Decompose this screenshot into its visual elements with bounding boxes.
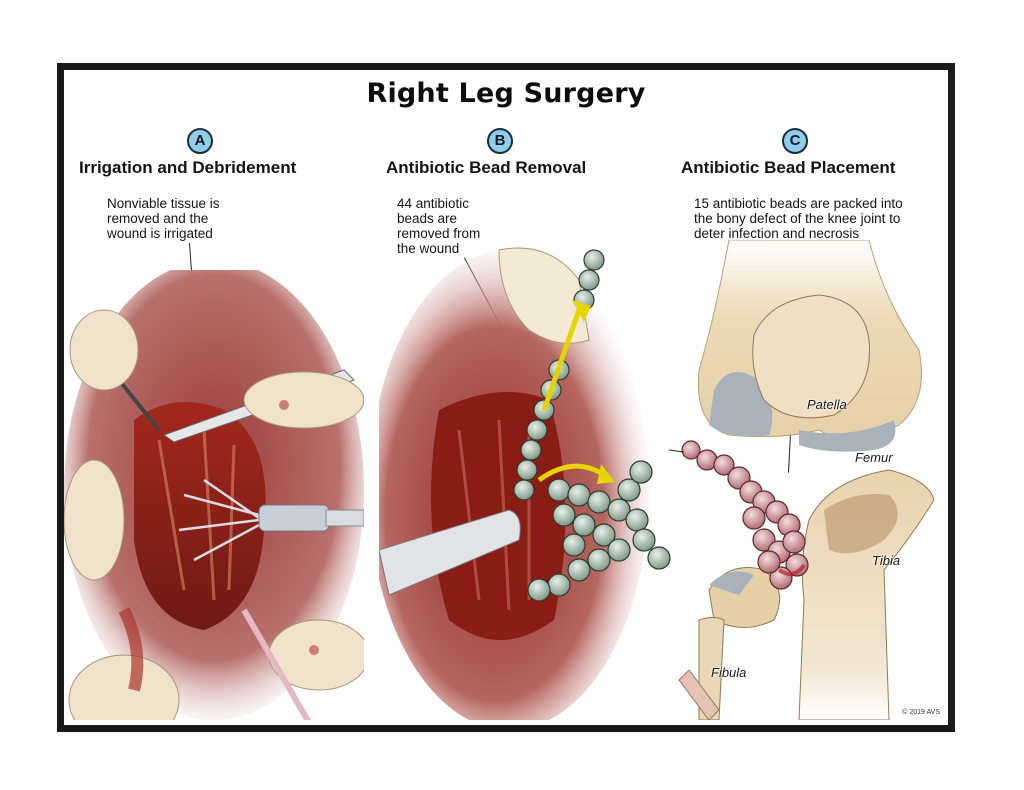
label-femur: Femur — [855, 450, 893, 465]
panel-heading: Irrigation and Debridement — [79, 158, 297, 177]
panel-caption: 15 antibiotic beads are packed into the … — [694, 196, 903, 241]
label-tibia: Tibia — [872, 553, 901, 568]
panel-bead-removal: B Antibiotic Bead Removal 44 antibiotic … — [369, 120, 671, 720]
panel-bead-placement: C Antibiotic Bead Placement 15 antibioti… — [669, 120, 948, 720]
panel-badge-c: C — [782, 128, 808, 154]
label-fibula: Fibula — [711, 665, 747, 680]
panel-heading: Antibiotic Bead Removal — [386, 158, 587, 177]
panel-caption: 44 antibiotic beads are removed from the… — [397, 196, 481, 256]
page-title: Right Leg Surgery — [366, 78, 646, 109]
panel-heading: Antibiotic Bead Placement — [681, 158, 896, 177]
copyright-notice: © 2019 AVS — [902, 709, 940, 716]
panel-badge-a: A — [187, 128, 213, 154]
panel-caption: Nonviable tissue is removed and the woun… — [107, 196, 220, 241]
knee-joint-illustration — [669, 240, 935, 720]
panel-irrigation-debridement: A Irrigation and Debridement Nonviable t… — [64, 120, 364, 720]
wound-irrigation-illustration — [64, 270, 364, 720]
diagram-frame: Right Leg Surgery A Irrigation and Debri… — [57, 63, 955, 732]
label-patella: Patella — [807, 397, 847, 412]
bead-removal-illustration — [379, 247, 671, 720]
panel-badge-b: B — [487, 128, 513, 154]
